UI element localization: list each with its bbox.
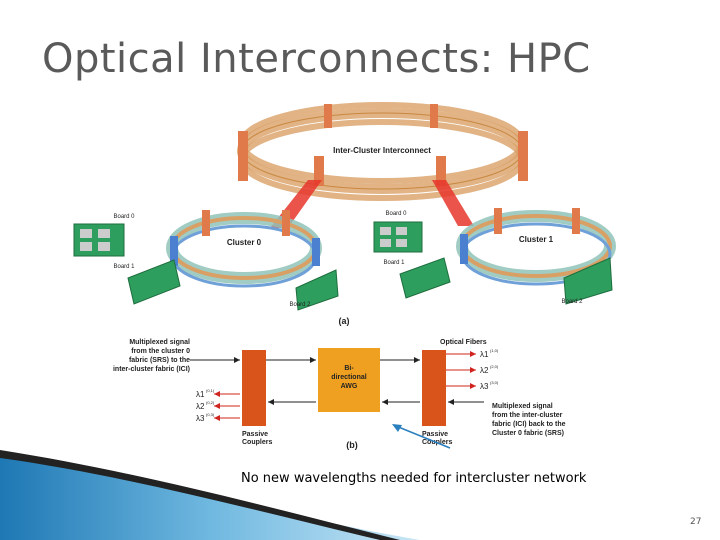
board-2-left: Board 2 — [289, 269, 339, 311]
slide-caption: No new wavelengths needed for interclust… — [241, 471, 587, 486]
cluster0-label: Cluster 0 — [227, 238, 262, 247]
cluster-1: Cluster 1 — [456, 208, 616, 286]
cluster-0: Cluster 0 — [166, 210, 322, 288]
svg-text:λ1: λ1 — [480, 350, 489, 359]
svg-text:fabric (SRS) to the: fabric (SRS) to the — [129, 357, 190, 364]
passive-coupler-left — [242, 350, 266, 426]
figure: Inter-Cluster Interconnect Cluster 0 Clu… — [64, 98, 624, 450]
board-label: Board 2 — [289, 302, 311, 308]
inter-cluster-label: Inter-Cluster Interconnect — [333, 146, 431, 155]
svg-text:Multiplexed signal: Multiplexed signal — [129, 339, 190, 346]
svg-text:(1,0): (1,0) — [490, 348, 499, 353]
board-label: Board 0 — [385, 211, 407, 217]
svg-text:Bi-: Bi- — [344, 365, 354, 372]
svg-text:Cluster 0 fabric (SRS): Cluster 0 fabric (SRS) — [492, 430, 564, 437]
svg-text:fabric (ICI) back to the: fabric (ICI) back to the — [492, 421, 566, 428]
svg-text:λ2: λ2 — [480, 366, 489, 375]
svg-text:Couplers: Couplers — [242, 439, 272, 446]
decorative-swoosh — [0, 450, 420, 540]
svg-text:Multiplexed signal: Multiplexed signal — [492, 403, 553, 410]
passive-couplers-right-label: Passive — [422, 431, 448, 438]
left-description: Multiplexed signal from the cluster 0 fa… — [113, 339, 190, 373]
svg-text:(0,3): (0,3) — [206, 412, 215, 417]
svg-text:from the cluster 0: from the cluster 0 — [131, 348, 190, 355]
svg-text:λ3: λ3 — [196, 414, 205, 423]
lambda-outputs: λ1 (1,0) λ2 (2,0) λ3 (3,0) — [480, 348, 499, 391]
board-0-left: Board 0 — [73, 214, 135, 257]
panel-b-label: (b) — [346, 440, 358, 450]
page-number: 27 — [690, 517, 702, 527]
svg-text:(2,0): (2,0) — [490, 364, 499, 369]
svg-text:AWG: AWG — [341, 383, 358, 390]
svg-text:inter-cluster fabric (ICI): inter-cluster fabric (ICI) — [113, 366, 190, 373]
board-label: Board 1 — [383, 260, 405, 266]
passive-couplers-left-label: Passive — [242, 431, 268, 438]
svg-text:(0,1): (0,1) — [206, 388, 215, 393]
board-1-right: Board 1 — [383, 257, 451, 299]
board-1-left: Board 1 — [113, 259, 181, 305]
svg-text:directional: directional — [331, 374, 366, 381]
board-label: Board 1 — [113, 264, 135, 270]
lambda-inputs: λ1 (0,1) λ2 (0,2) λ3 (0,3) — [196, 388, 215, 423]
slide-title: Optical Interconnects: HPC — [42, 36, 591, 82]
pointer-arrow — [395, 425, 451, 449]
svg-text:λ2: λ2 — [196, 402, 205, 411]
panel-a-label: (a) — [339, 316, 350, 326]
link-cluster1 — [432, 180, 474, 226]
right-description: Multiplexed signal from the inter-cluste… — [492, 403, 566, 437]
board-0-right: Board 0 — [373, 211, 423, 253]
optical-interconnect-diagram: Inter-Cluster Interconnect Cluster 0 Clu… — [73, 102, 616, 450]
board-2-right: Board 2 — [561, 257, 613, 305]
svg-text:(3,0): (3,0) — [490, 380, 499, 385]
optical-fibers-label: Optical Fibers — [440, 339, 487, 346]
bidirectional-awg — [318, 348, 380, 412]
svg-text:from the inter-cluster: from the inter-cluster — [492, 412, 563, 419]
svg-text:λ3: λ3 — [480, 382, 489, 391]
cluster1-label: Cluster 1 — [519, 235, 554, 244]
inter-cluster-ring: Inter-Cluster Interconnect — [237, 102, 528, 201]
svg-text:λ1: λ1 — [196, 390, 205, 399]
board-label: Board 2 — [561, 299, 583, 305]
svg-text:(0,2): (0,2) — [206, 400, 215, 405]
board-label: Board 0 — [113, 214, 135, 220]
passive-coupler-right — [422, 350, 446, 426]
